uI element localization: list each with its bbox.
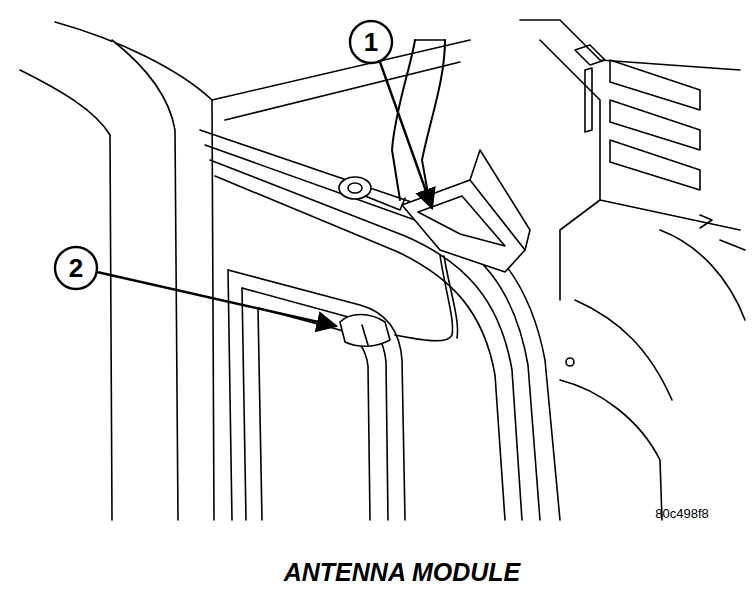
figure-caption: ANTENNA MODULE [284,560,521,585]
figure-code: 80c498f8 [655,507,709,520]
callout-number: 2 [69,255,83,281]
callout-number: 1 [364,29,378,55]
